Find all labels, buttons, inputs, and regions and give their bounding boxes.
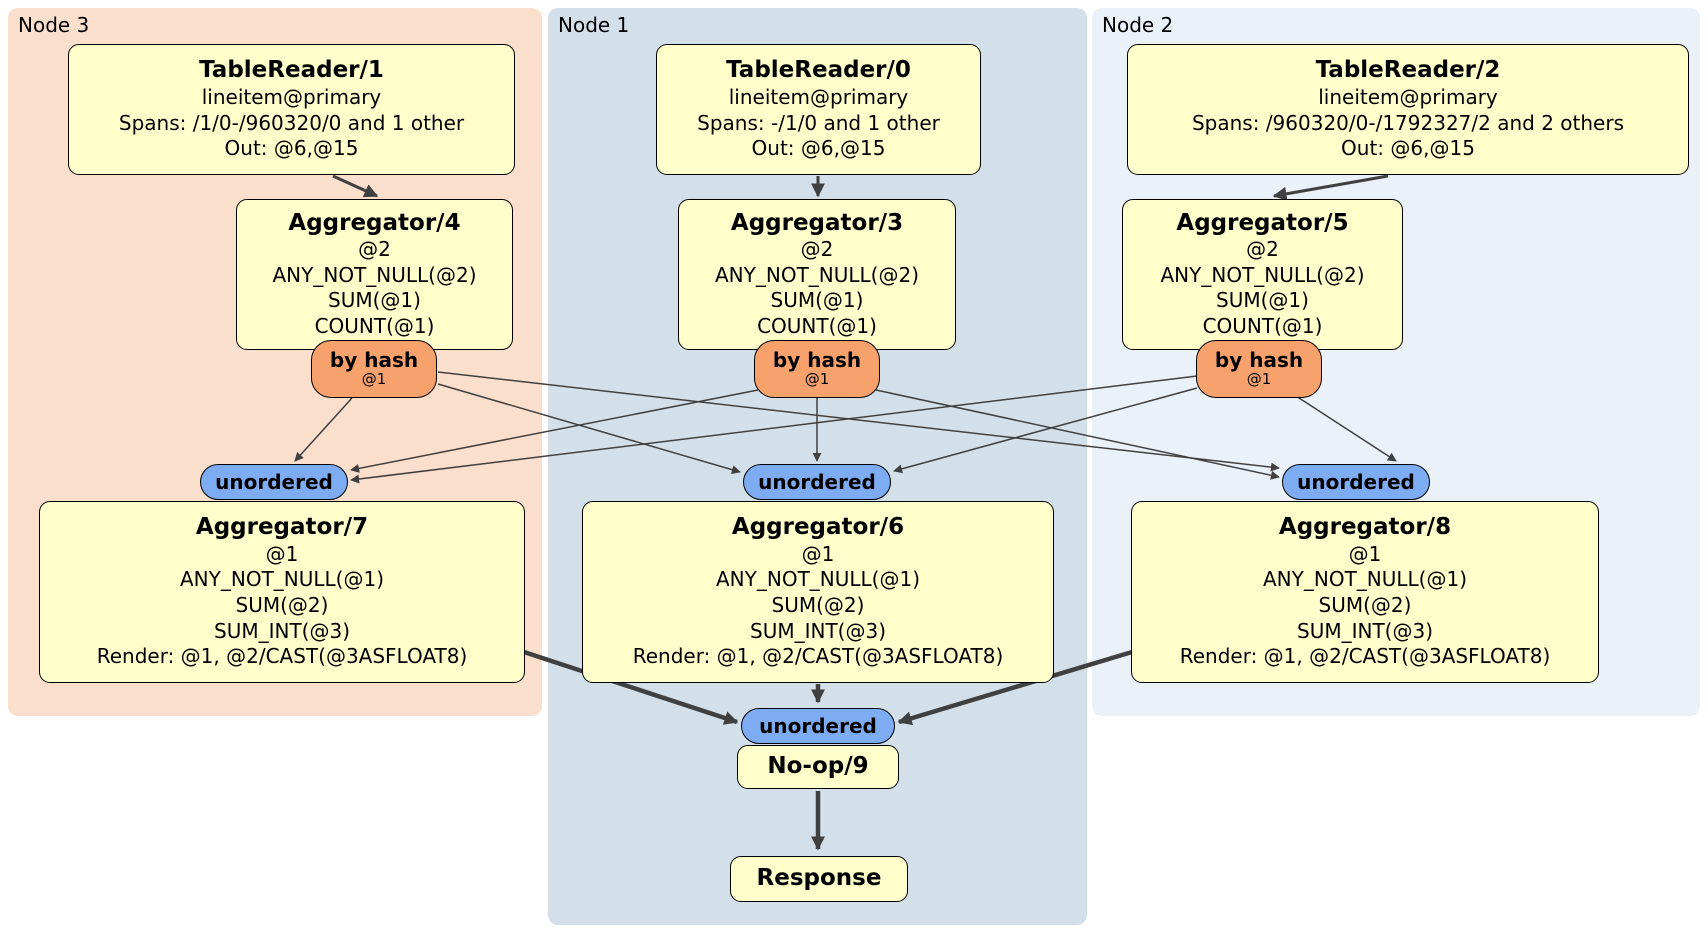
aggregator-6-line-2: SUM(@2)	[771, 593, 865, 617]
aggregator-4-title: Aggregator/4	[288, 209, 461, 236]
edge-byhash-4-unordered-7	[294, 397, 353, 462]
byhash-4-router: by hash@1	[311, 340, 437, 398]
tablereader-0-line-2: Out: @6,@15	[751, 136, 886, 161]
region-label-node1: Node 1	[558, 13, 630, 37]
aggregator-8-line-4: Render: @1, @2/CAST(@3ASFLOAT8)	[1179, 644, 1551, 669]
aggregator-4-line-0: @2	[358, 237, 391, 262]
edge-tablereader-2-aggregator-5	[1272, 174, 1389, 201]
byhash-3-label: by hash	[772, 348, 862, 373]
byhash-4-label: by hash	[329, 348, 419, 373]
aggregator-7-title: Aggregator/7	[195, 514, 369, 541]
response-title: Response	[756, 865, 882, 892]
aggregator-3-line-0: @2	[800, 237, 834, 262]
unordered-7-stream: unordered	[200, 464, 348, 500]
edge-byhash-3-unordered-7	[350, 389, 759, 473]
aggregator-6-line-0: @1	[801, 541, 835, 566]
unordered-9-stream: unordered	[741, 708, 895, 744]
aggregator-5-line-3: COUNT(@1)	[1202, 313, 1323, 338]
response: Response	[730, 856, 908, 902]
tablereader-1-title: TableReader/1	[199, 57, 384, 84]
aggregator-6-title: Aggregator/6	[731, 514, 905, 541]
edge-byhash-4-unordered-8	[437, 371, 1280, 472]
noop-9: No-op/9	[737, 745, 899, 789]
aggregator-5-title: Aggregator/5	[1176, 209, 1349, 236]
edge-byhash-5-unordered-6	[893, 387, 1198, 474]
aggregator-8-line-0: @1	[1348, 541, 1382, 566]
aggregator-5-line-0: @2	[1246, 237, 1279, 262]
byhash-5-router: by hash@1	[1196, 340, 1322, 398]
edge-byhash-3-unordered-8	[875, 389, 1280, 480]
unordered-9-label: unordered	[759, 714, 877, 738]
byhash-4-sub: @1	[361, 370, 387, 389]
edge-byhash-5-unordered-7	[350, 375, 1198, 484]
aggregator-7-line-4: Render: @1, @2/CAST(@3ASFLOAT8)	[96, 644, 468, 669]
region-label-node2: Node 2	[1102, 13, 1174, 37]
noop-9-title: No-op/9	[767, 753, 869, 780]
aggregator-6-line-3: SUM_INT(@3)	[750, 618, 886, 643]
aggregator-3-line-1: ANY_NOT_NULL(@2)	[715, 262, 919, 287]
tablereader-2-line-0: lineitem@primary	[1318, 84, 1498, 109]
edge-byhash-4-unordered-6	[437, 383, 741, 475]
unordered-7-label: unordered	[215, 470, 333, 494]
aggregator-3-title: Aggregator/3	[730, 209, 904, 236]
aggregator-7-line-2: SUM(@2)	[235, 593, 329, 617]
tablereader-1-line-0: lineitem@primary	[201, 84, 382, 109]
unordered-6-stream: unordered	[743, 464, 891, 500]
edge-byhash-5-unordered-8	[1295, 395, 1397, 462]
tablereader-0-line-0: lineitem@primary	[728, 84, 909, 109]
edge-tablereader-1-aggregator-4	[332, 174, 379, 198]
aggregator-7-line-1: ANY_NOT_NULL(@1)	[180, 567, 384, 592]
aggregator-5-line-2: SUM(@1)	[1216, 288, 1309, 313]
tablereader-0-title: TableReader/0	[726, 57, 911, 84]
aggregator-3-line-2: SUM(@1)	[770, 288, 864, 313]
byhash-5-label: by hash	[1214, 348, 1304, 373]
edge-aggregator-8-unordered-9	[897, 649, 1133, 726]
byhash-3-sub: @1	[804, 370, 830, 389]
aggregator-5-line-1: ANY_NOT_NULL(@2)	[1160, 262, 1365, 287]
aggregator-8-title: Aggregator/8	[1278, 514, 1452, 541]
tablereader-0-line-1: Spans: -/1/0 and 1 other	[697, 110, 940, 135]
aggregator-8-line-3: SUM_INT(@3)	[1297, 618, 1433, 643]
aggregator-4-line-3: COUNT(@1)	[314, 313, 435, 338]
tablereader-1-line-2: Out: @6,@15	[224, 136, 359, 161]
aggregator-4-line-1: ANY_NOT_NULL(@2)	[272, 262, 477, 287]
aggregator-6-line-4: Render: @1, @2/CAST(@3ASFLOAT8)	[632, 644, 1004, 669]
region-label-node3: Node 3	[18, 13, 90, 37]
byhash-3-router: by hash@1	[754, 340, 880, 398]
aggregator-8-line-2: SUM(@2)	[1318, 593, 1412, 617]
tablereader-2-line-1: Spans: /960320/0-/1792327/2 and 2 others	[1191, 110, 1624, 135]
tablereader-2-line-2: Out: @6,@15	[1341, 136, 1475, 161]
tablereader-2-title: TableReader/2	[1315, 57, 1501, 84]
aggregator-3-line-3: COUNT(@1)	[757, 313, 877, 338]
tablereader-1-line-1: Spans: /1/0-/960320/0 and 1 other	[118, 110, 465, 135]
aggregator-6-line-1: ANY_NOT_NULL(@1)	[716, 567, 920, 592]
edge-aggregator-7-unordered-9	[523, 649, 739, 725]
byhash-5-sub: @1	[1246, 370, 1272, 389]
unordered-8-stream: unordered	[1282, 464, 1430, 500]
unordered-6-label: unordered	[758, 470, 876, 494]
aggregator-7-line-0: @1	[265, 541, 299, 566]
aggregator-4-line-2: SUM(@1)	[328, 288, 421, 313]
unordered-8-label: unordered	[1297, 470, 1415, 494]
aggregator-8-line-1: ANY_NOT_NULL(@1)	[1263, 567, 1467, 592]
aggregator-7-line-3: SUM_INT(@3)	[214, 618, 350, 643]
